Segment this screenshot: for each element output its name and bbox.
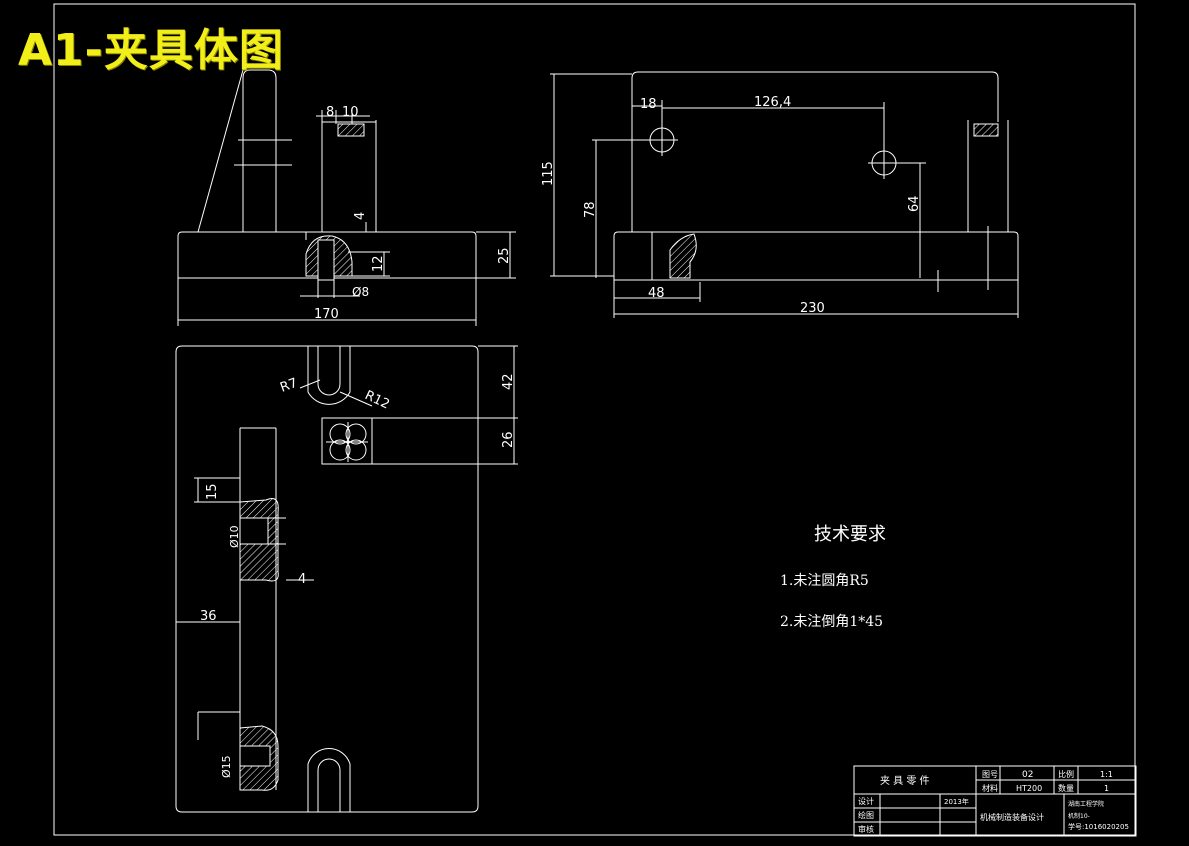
tb-course: 机械制造装备设计: [980, 812, 1044, 822]
tb-drawing-no-label: 图号: [982, 770, 998, 779]
dim-78: 78: [583, 201, 598, 218]
title-block: 夹 具 零 件 图号 02 比例 1:1 材料 HT200 数量 1 设计 绘图…: [853, 765, 1137, 837]
dim-phi10: Ø10: [228, 525, 241, 548]
requirement-1: 1.未注圆角R5: [780, 573, 869, 589]
plan-view: R7 R12 42 26: [175, 345, 518, 813]
tb-class: 机制10-: [1068, 812, 1090, 820]
dim-4-rib: 4: [298, 572, 306, 587]
dim-15: 15: [205, 483, 220, 500]
tb-material: HT200: [1016, 784, 1042, 793]
tb-scale-label: 比例: [1058, 769, 1074, 779]
tb-qty-label: 数量: [1058, 783, 1074, 793]
dim-115: 115: [541, 161, 556, 186]
dim-phi8: Ø8: [352, 285, 369, 299]
tb-student-no: 学号:1016020205: [1068, 822, 1129, 831]
tb-review-label: 审核: [858, 824, 874, 834]
side-view: 115 78 18 126,4 64 48 230: [541, 71, 1019, 318]
front-view: 8 10 4 12 25 Ø8 170: [177, 69, 516, 326]
dim-36: 36: [200, 609, 217, 624]
dim-64: 64: [907, 195, 922, 212]
dim-170: 170: [314, 307, 339, 322]
tb-date: 2013年: [944, 797, 969, 806]
tb-scale: 1:1: [1100, 770, 1113, 779]
tb-draw-label: 绘图: [858, 810, 874, 820]
tb-qty: 1: [1104, 784, 1109, 793]
dim-12: 12: [371, 255, 386, 272]
dim-18: 18: [640, 97, 657, 112]
tb-school: 湖南工程学院: [1068, 800, 1104, 808]
sheet-border: [53, 3, 1136, 836]
dim-8: 8: [326, 105, 334, 120]
dim-10: 10: [342, 105, 359, 120]
dim-126-4: 126,4: [754, 95, 791, 110]
technical-requirements: 技术要求 1.未注圆角R5 2.未注倒角1*45: [780, 524, 886, 630]
dim-48: 48: [648, 286, 665, 301]
requirements-heading: 技术要求: [814, 524, 886, 545]
tb-material-label: 材料: [982, 783, 998, 793]
dim-r7: R7: [278, 376, 299, 396]
dim-25: 25: [497, 247, 512, 264]
dim-phi15: Ø15: [220, 755, 233, 778]
tb-part-name: 夹 具 零 件: [880, 774, 930, 787]
dim-26: 26: [501, 431, 516, 448]
dim-42: 42: [501, 373, 516, 390]
requirement-2: 2.未注倒角1*45: [780, 614, 883, 630]
drawing-title: A1-夹具体图: [18, 25, 284, 76]
dim-230: 230: [800, 301, 825, 316]
dim-r12: R12: [362, 388, 392, 412]
tb-design-label: 设计: [858, 796, 874, 806]
dim-4-top: 4: [353, 212, 368, 220]
tb-drawing-no: 02: [1022, 770, 1033, 780]
